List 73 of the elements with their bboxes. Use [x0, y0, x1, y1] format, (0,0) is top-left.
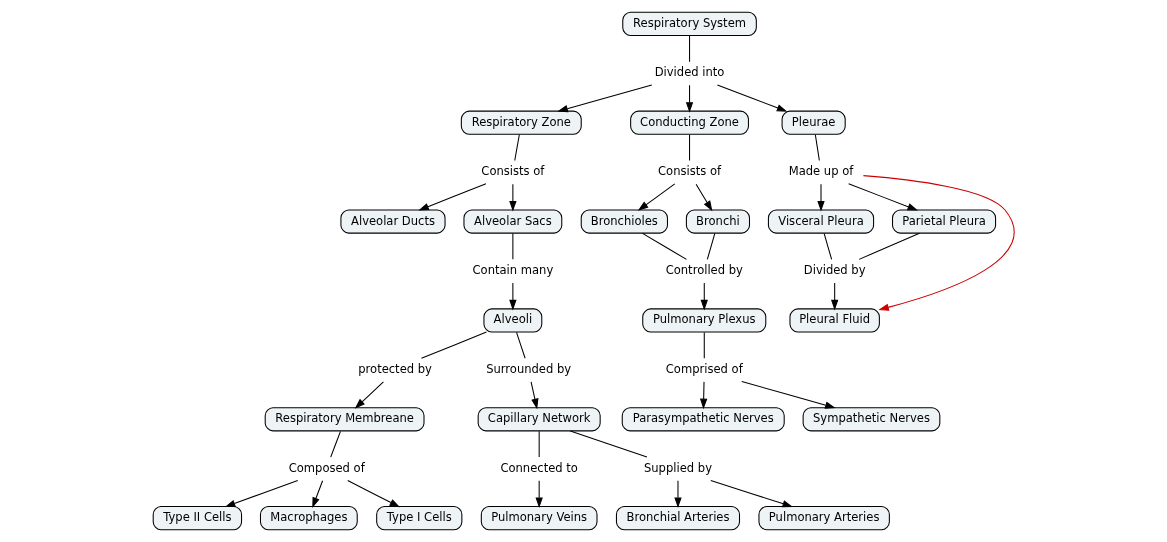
- connector: [538, 430, 540, 458]
- node-box: Bronchioles: [580, 209, 668, 234]
- connector: [511, 233, 513, 260]
- node-text: Made up of: [788, 164, 853, 179]
- node-box: Alveoli: [482, 308, 542, 333]
- node-box: Alveolar Ducts: [339, 209, 446, 234]
- node-text: Surrounded by: [485, 361, 571, 376]
- node-box: Respiratory Zone: [460, 110, 582, 135]
- arrow: [556, 84, 652, 113]
- node-box: Parasympathetic Nerves: [621, 407, 785, 432]
- node-box: Capillary Network: [477, 407, 601, 432]
- node-box: Pleural Fluid: [788, 308, 880, 333]
- arrow: [637, 183, 675, 211]
- arrow: [695, 183, 712, 212]
- node-box: Pulmonary Veins: [480, 506, 598, 531]
- node-box: Visceral Pleura: [767, 209, 874, 234]
- node-box: Pleurae: [781, 110, 846, 135]
- node-text: Composed of: [288, 460, 365, 475]
- node-box: Conducting Zone: [629, 110, 749, 135]
- arrow: [816, 183, 825, 212]
- node-box: Parietal Pleura: [891, 209, 996, 234]
- arrow: [224, 479, 298, 508]
- node-text: Supplied by: [643, 460, 712, 475]
- arrow: [700, 282, 708, 311]
- arrow: [508, 282, 517, 311]
- connector: [420, 331, 487, 359]
- arrow: [847, 183, 918, 211]
- node-box: Bronchi: [685, 209, 750, 234]
- connector: [515, 331, 526, 359]
- arrow: [740, 381, 836, 409]
- arrow: [354, 381, 384, 409]
- node-box: Respiratory Membreane: [264, 407, 425, 432]
- node-text: Contain many: [472, 262, 553, 277]
- connector: [703, 331, 705, 359]
- node-box: Type I Cells: [375, 506, 462, 531]
- connector: [814, 134, 820, 162]
- node-box: Bronchial Arteries: [615, 506, 740, 531]
- arrow: [530, 381, 538, 410]
- node-text: Consists of: [480, 164, 544, 179]
- node-text: protected by: [357, 361, 432, 376]
- node-text: Controlled by: [665, 262, 743, 277]
- arrow: [830, 282, 838, 311]
- node-text: Consists of: [657, 164, 721, 179]
- connector: [329, 430, 341, 458]
- connector: [706, 233, 715, 260]
- node-text: Divided into: [654, 65, 724, 80]
- arrow: [346, 479, 400, 508]
- arrow: [673, 480, 682, 509]
- connector: [641, 232, 687, 260]
- connector: [569, 430, 647, 458]
- arrow: [709, 479, 793, 508]
- connector: [513, 134, 520, 162]
- connector: [858, 232, 920, 260]
- connector: [688, 134, 690, 162]
- node-box: Pulmonary Arteries: [757, 506, 890, 531]
- node-box: Alveolar Sacs: [462, 209, 562, 234]
- node-box: Sympathetic Nerves: [802, 407, 940, 432]
- node-box: Pulmonary Plexus: [641, 308, 766, 333]
- node-box: Respiratory System: [621, 11, 757, 36]
- arrow: [417, 183, 486, 211]
- arrow: [311, 480, 323, 508]
- node-box: Macrophages: [259, 506, 358, 531]
- connector: [688, 35, 690, 63]
- arrow: [699, 381, 707, 410]
- node-box: Type II Cells: [152, 506, 242, 531]
- arrow: [685, 84, 693, 113]
- connector: [823, 233, 832, 260]
- arrow: [716, 84, 787, 112]
- arrow: [508, 183, 517, 212]
- node-text: Divided by: [803, 262, 866, 277]
- node-text: Connected to: [499, 460, 578, 475]
- node-text: Comprised of: [665, 361, 743, 376]
- arrow: [862, 175, 1015, 311]
